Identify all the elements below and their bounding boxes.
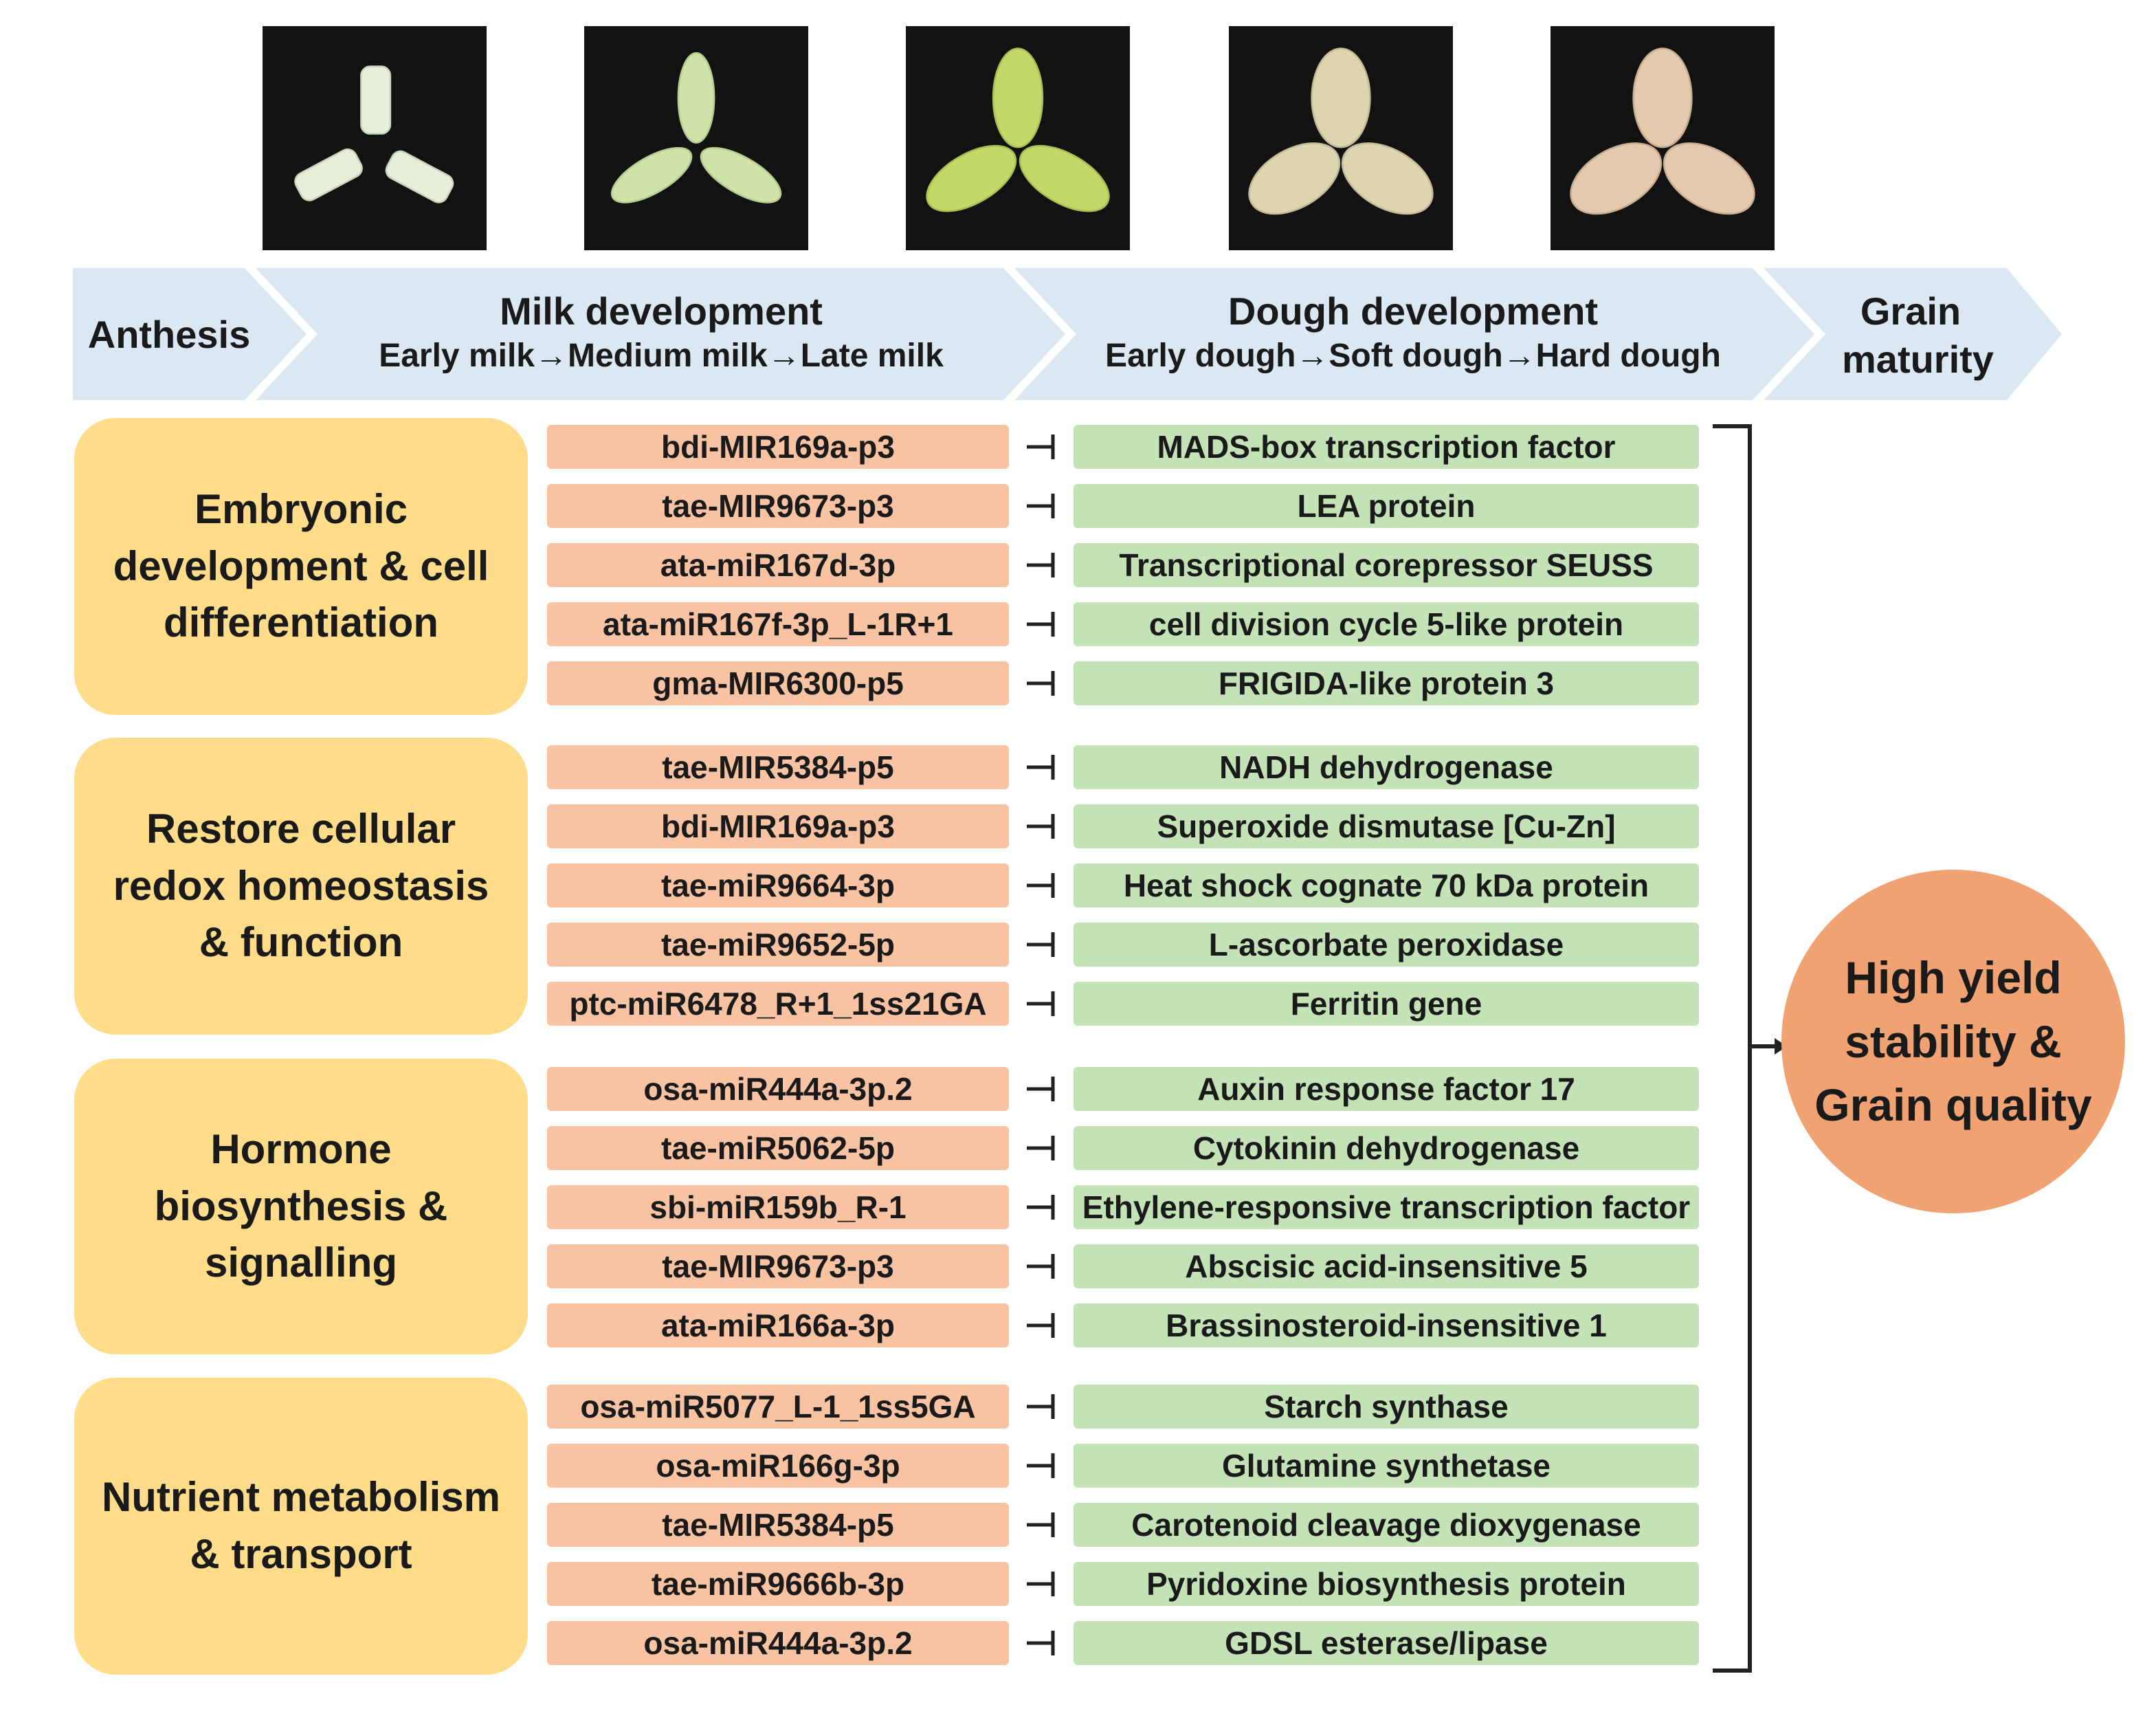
target-gene-box: Abscisic acid-insensitive 5 xyxy=(1074,1244,1699,1288)
inhibit-icon xyxy=(1024,804,1058,848)
target-gene-box: Starch synthase xyxy=(1074,1385,1699,1429)
target-gene-box: NADH dehydrogenase xyxy=(1074,745,1699,789)
target-gene-box: Ferritin gene xyxy=(1074,982,1699,1026)
mirna-box: bdi-MIR169a-p3 xyxy=(547,804,1009,848)
target-gene-box: Superoxide dismutase [Cu-Zn] xyxy=(1074,804,1699,848)
target-gene-box: L-ascorbate peroxidase xyxy=(1074,923,1699,967)
seed-photo-milk-early xyxy=(584,26,808,250)
category-embryonic: Embryonic development & cell differentia… xyxy=(74,418,528,715)
stage-anthesis: Anthesis xyxy=(73,311,265,359)
target-gene-box: Carotenoid cleavage dioxygenase xyxy=(1074,1503,1699,1547)
stage-title: Grain maturity xyxy=(1842,289,1994,381)
inhibit-icon xyxy=(1024,1185,1058,1229)
inhibit-icon xyxy=(1024,863,1058,907)
category-label: Restore cellular redox homeostasis & fun… xyxy=(113,805,489,966)
target-gene-box: Auxin response factor 17 xyxy=(1074,1067,1699,1111)
mirna-box: osa-miR166g-3p xyxy=(547,1444,1009,1488)
inhibit-icon xyxy=(1024,1385,1058,1429)
mirna-box: tae-miR9666b-3p xyxy=(547,1562,1009,1606)
inhibit-icon xyxy=(1024,1444,1058,1488)
mirna-box: osa-miR5077_L-1_1ss5GA xyxy=(547,1385,1009,1429)
outcome-label: High yield stability & Grain quality xyxy=(1814,952,2092,1131)
target-gene-box: Glutamine synthetase xyxy=(1074,1444,1699,1488)
mirna-box: ptc-miR6478_R+1_1ss21GA xyxy=(547,982,1009,1026)
stage-subtitle: Early milk→Medium milk→Late milk xyxy=(379,338,944,374)
target-gene-box: Brassinosteroid-insensitive 1 xyxy=(1074,1303,1699,1347)
inhibit-icon xyxy=(1024,484,1058,528)
mirna-box: ata-miR167f-3p_L-1R+1 xyxy=(547,602,1009,646)
inhibit-icon xyxy=(1024,1503,1058,1547)
category-label: Embryonic development & cell differentia… xyxy=(113,485,489,646)
target-gene-box: Pyridoxine biosynthesis protein xyxy=(1074,1562,1699,1606)
seed-photo-maturity xyxy=(1551,26,1775,250)
inhibit-icon xyxy=(1024,1244,1058,1288)
inhibit-icon xyxy=(1024,1126,1058,1170)
inhibit-icon xyxy=(1024,602,1058,646)
stage-maturity: Grain maturity xyxy=(1814,287,2007,384)
inhibit-icon xyxy=(1024,923,1058,967)
mirna-box: sbi-miR159b_R-1 xyxy=(547,1185,1009,1229)
target-gene-box: Heat shock cognate 70 kDa protein xyxy=(1074,863,1699,907)
target-gene-box: cell division cycle 5-like protein xyxy=(1074,602,1699,646)
inhibit-icon xyxy=(1024,1067,1058,1111)
stage-milk: Milk development Early milk→Medium milk→… xyxy=(318,287,1005,377)
target-gene-box: GDSL esterase/lipase xyxy=(1074,1621,1699,1665)
category-nutrient: Nutrient metabolism & transport xyxy=(74,1378,528,1675)
mirna-box: tae-MIR5384-p5 xyxy=(547,1503,1009,1547)
mirna-box: tae-miR9652-5p xyxy=(547,923,1009,967)
target-gene-box: Transcriptional corepressor SEUSS xyxy=(1074,543,1699,587)
seed-photo-milk-late xyxy=(906,26,1130,250)
mirna-box: osa-miR444a-3p.2 xyxy=(547,1067,1009,1111)
target-gene-box: FRIGIDA-like protein 3 xyxy=(1074,661,1699,705)
mirna-box: osa-miR444a-3p.2 xyxy=(547,1621,1009,1665)
mirna-box: tae-MIR9673-p3 xyxy=(547,1244,1009,1288)
mirna-box: tae-miR9664-3p xyxy=(547,863,1009,907)
inhibit-icon xyxy=(1024,661,1058,705)
inhibit-icon xyxy=(1024,1562,1058,1606)
seed-photo-anthesis xyxy=(263,26,487,250)
inhibit-icon xyxy=(1024,982,1058,1026)
inhibit-icon xyxy=(1024,1303,1058,1347)
target-gene-box: MADS-box transcription factor xyxy=(1074,425,1699,469)
mirna-box: tae-MIR5384-p5 xyxy=(547,745,1009,789)
mirna-box: tae-miR5062-5p xyxy=(547,1126,1009,1170)
stage-title: Dough development xyxy=(1227,289,1599,333)
stage-title: Milk development xyxy=(500,289,823,333)
inhibit-icon xyxy=(1024,543,1058,587)
category-hormone: Hormone biosynthesis & signalling xyxy=(74,1059,528,1354)
inhibit-icon xyxy=(1024,425,1058,469)
category-label: Nutrient metabolism & transport xyxy=(101,1474,501,1577)
mirna-box: ata-miR166a-3p xyxy=(547,1303,1009,1347)
mirna-box: gma-MIR6300-p5 xyxy=(547,661,1009,705)
target-gene-box: LEA protein xyxy=(1074,484,1699,528)
mirna-box: tae-MIR9673-p3 xyxy=(547,484,1009,528)
target-gene-box: Ethylene-responsive transcription factor xyxy=(1074,1185,1699,1229)
category-label: Hormone biosynthesis & signalling xyxy=(154,1125,448,1286)
target-gene-box: Cytokinin dehydrogenase xyxy=(1074,1126,1699,1170)
inhibit-icon xyxy=(1024,745,1058,789)
mirna-box: bdi-MIR169a-p3 xyxy=(547,425,1009,469)
stage-dough: Dough development Early dough→Soft dough… xyxy=(1076,287,1750,377)
mirna-box: ata-miR167d-3p xyxy=(547,543,1009,587)
outcome-circle: High yield stability & Grain quality xyxy=(1781,870,2125,1213)
category-redox: Restore cellular redox homeostasis & fun… xyxy=(74,738,528,1035)
stage-title: Anthesis xyxy=(87,313,251,356)
stage-subtitle: Early dough→Soft dough→Hard dough xyxy=(1105,338,1721,374)
inhibit-icon xyxy=(1024,1621,1058,1665)
seed-photo-dough-soft xyxy=(1229,26,1453,250)
